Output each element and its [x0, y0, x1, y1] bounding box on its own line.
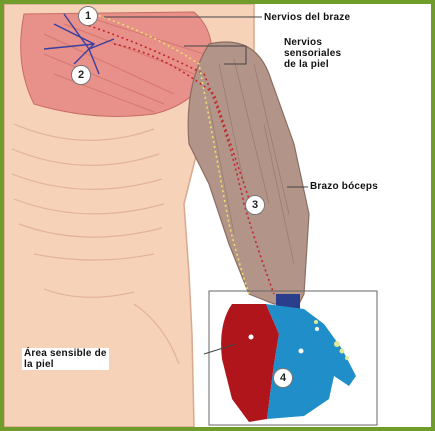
label-skin-area-line-1: Área sensible de — [24, 348, 107, 359]
skin-area-blue — [266, 304, 356, 419]
label-skin-area-line-2: la piel — [24, 359, 107, 370]
label-nerves-arm: Nervios del braze — [262, 12, 352, 23]
marker-4: 4 — [273, 368, 293, 388]
marker-1: 1 — [78, 6, 98, 26]
label-sensory-nerves: Nervios sensoriales de la piel — [282, 37, 343, 70]
arm-muscle — [188, 42, 309, 304]
label-skin-area: Área sensible de la piel — [22, 348, 109, 370]
chest-muscle — [21, 12, 212, 116]
marker-3: 3 — [245, 195, 265, 215]
label-sensory-nerves-line-3: de la piel — [284, 59, 341, 70]
label-arm: Brazo bóceps — [308, 181, 380, 192]
marker-2: 2 — [71, 65, 91, 85]
label-sensory-nerves-line-1: Nervios — [284, 37, 341, 48]
label-sensory-nerves-line-2: sensoriales — [284, 48, 341, 59]
